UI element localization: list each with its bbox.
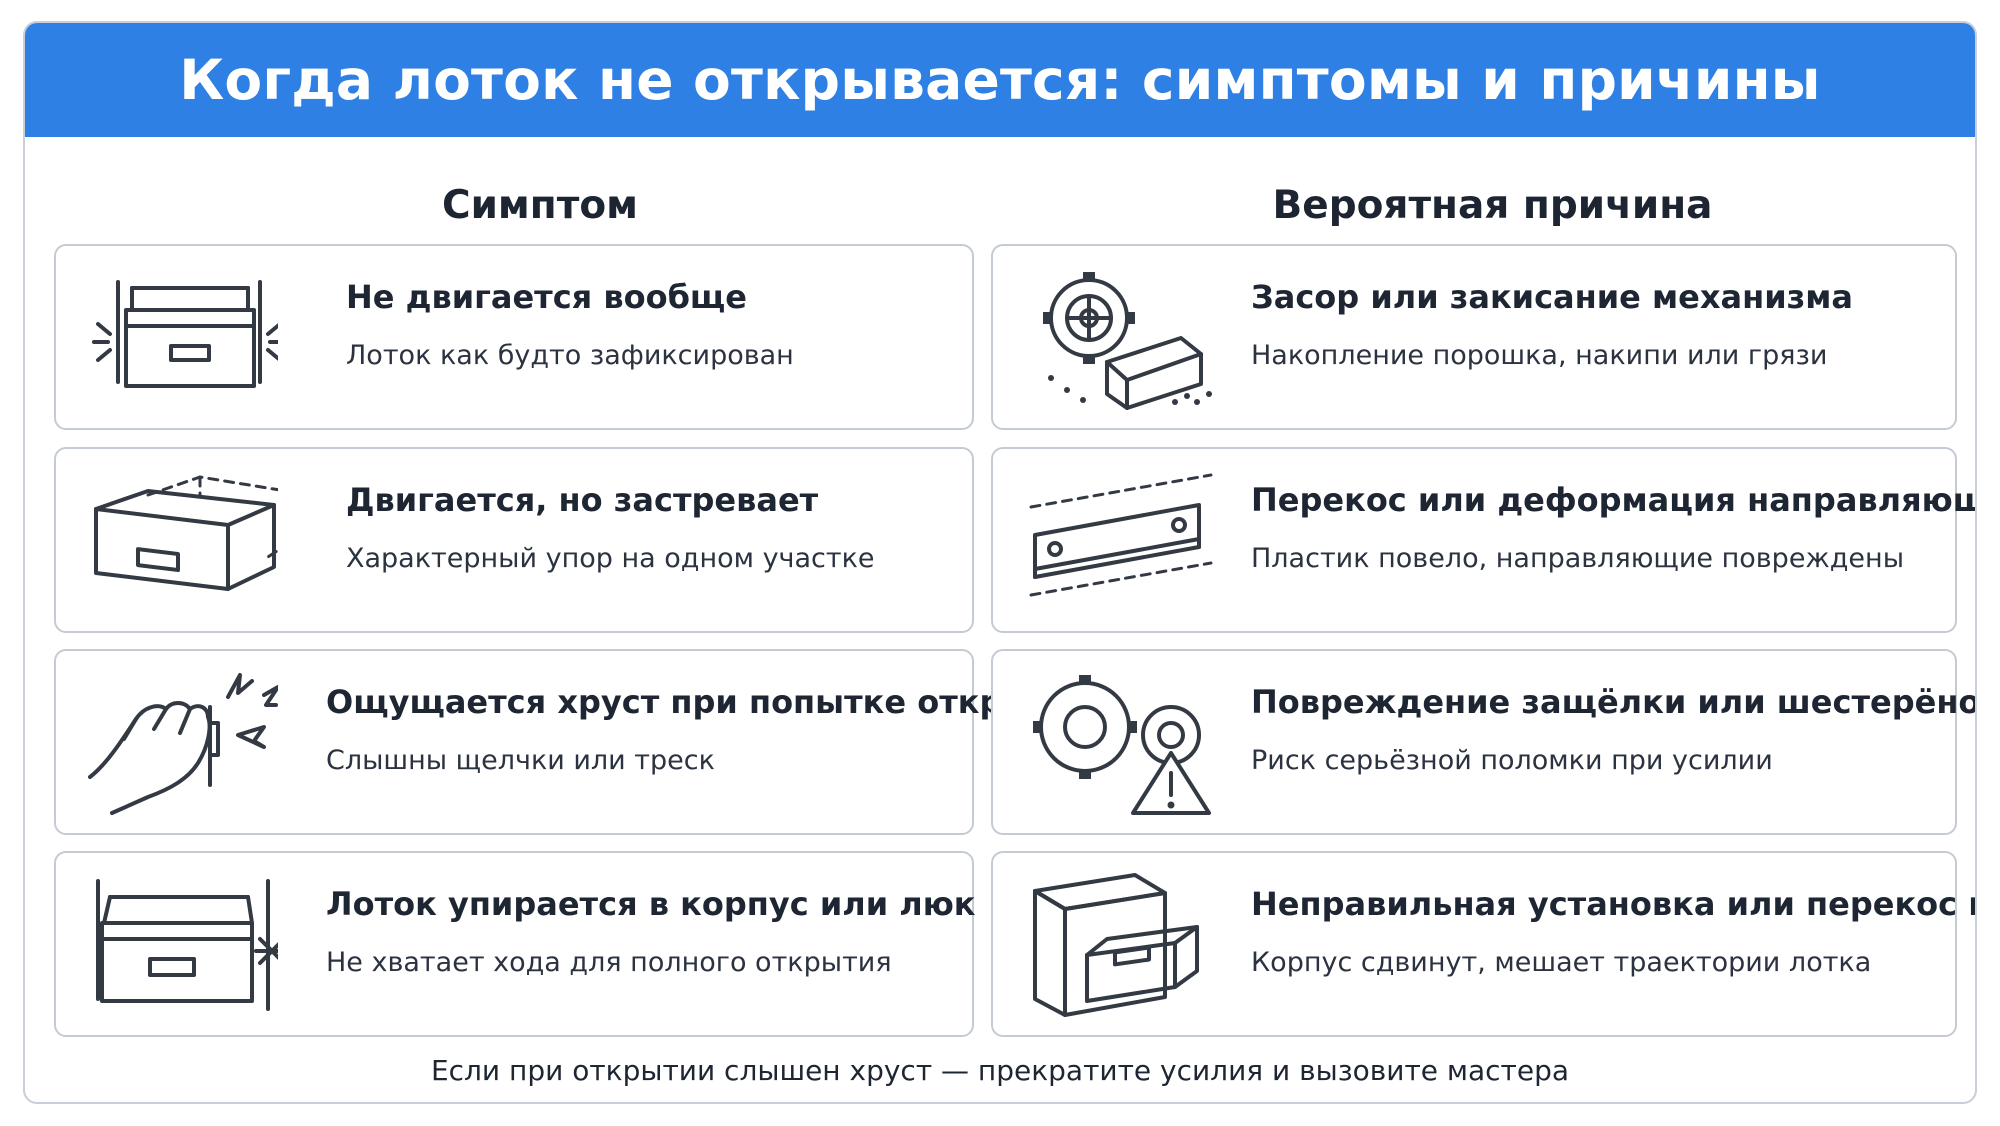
cabinet-icon (1025, 869, 1215, 1019)
cause-subtitle: Пластик повело, направляющие повреждены (1251, 543, 1905, 574)
symptom-subtitle: Слышны щелчки или треск (326, 745, 715, 776)
hand-crack-icon (88, 667, 278, 817)
cause-title: Неправильная установка или перекос корпу… (1251, 885, 1975, 923)
symptom-column-heading: Симптом (441, 183, 639, 228)
cause-subtitle: Накопление порошка, накипи или грязи (1251, 340, 1828, 371)
cause-card-3: Повреждение защёлки или шестерёнок Риск … (991, 649, 1977, 835)
page-title: Когда лоток не открывается: симптомы и п… (179, 48, 1821, 112)
symptom-card-4: Лоток упирается в корпус или люк Не хват… (54, 851, 976, 1037)
symptom-subtitle: Не хватает хода для полного открытия (326, 947, 892, 978)
footer-warning-note: Если при открытии слышен хруст — прекрат… (430, 1054, 1570, 1087)
symptom-subtitle: Характерный упор на одном участке (346, 543, 875, 574)
symptom-card-3: Ощущается хруст при попытке открыть Слыш… (54, 649, 1071, 835)
cause-title: Перекос или деформация направляющих (1251, 481, 1977, 519)
symptom-title: Лоток упирается в корпус или люк (326, 885, 976, 923)
half-open-drawer-icon (88, 465, 278, 615)
symptom-card-2: Двигается, но застревает Характерный упо… (54, 447, 974, 633)
symptom-card-1: Не двигается вообще Лоток как будто зафи… (54, 244, 974, 430)
symptom-title: Двигается, но застревает (346, 481, 819, 519)
symptom-title: Не двигается вообще (346, 278, 747, 316)
header-banner: Когда лоток не открывается: симптомы и п… (25, 23, 1975, 137)
gears-warning-icon (1025, 667, 1215, 817)
cause-column-heading: Вероятная причина (1272, 183, 1713, 228)
gear-debris-icon (1025, 262, 1215, 412)
cause-subtitle: Корпус сдвинут, мешает траектории лотка (1251, 947, 1872, 978)
cause-card-1: Засор или закисание механизма Накопление… (991, 244, 1957, 430)
symptom-title: Ощущается хруст при попытке открыть (326, 683, 1071, 721)
stuck-drawer-icon (88, 262, 278, 412)
cause-title: Засор или закисание механизма (1251, 278, 1853, 316)
rail-icon (1025, 465, 1215, 615)
cause-subtitle: Риск серьёзной поломки при усилии (1251, 745, 1773, 776)
drawer-blocked-icon (88, 869, 278, 1019)
cause-card-4: Неправильная установка или перекос корпу… (991, 851, 1975, 1037)
cause-card-2: Перекос или деформация направляющих Плас… (991, 447, 1977, 633)
infographic-frame: Когда лоток не открывается: симптомы и п… (23, 21, 1977, 1104)
symptom-subtitle: Лоток как будто зафиксирован (346, 340, 794, 371)
cause-title: Повреждение защёлки или шестерёнок (1251, 683, 1977, 721)
